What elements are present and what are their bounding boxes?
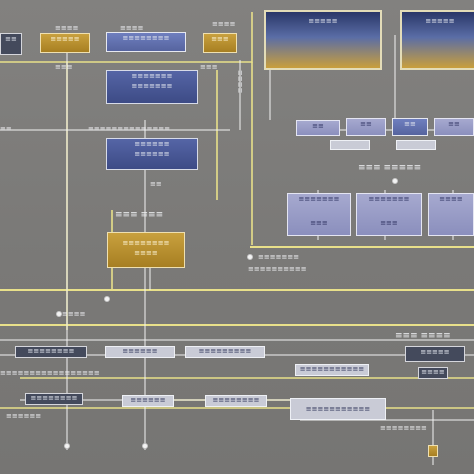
side-label: ≡≡: [0, 125, 12, 133]
label-left-1: ≡≡≡: [55, 63, 73, 71]
card-1: ≡≡≡≡≡≡≡ ≡≡≡: [287, 193, 351, 236]
bus-row3-a: ≡≡≡≡≡≡≡≡: [25, 393, 83, 405]
process-box-2-line2: ≡≡≡≡≡≡: [134, 150, 170, 158]
gold-box-line2: ≡≡≡≡: [134, 249, 158, 257]
lower-right-box-label: ≡≡≡≡≡: [420, 348, 450, 356]
bus-row4-a: ≡≡≡≡≡≡: [6, 412, 42, 420]
vertical-label: ≡≡≡≡: [236, 70, 244, 94]
lower-right-heading: ≡≡≡ ≡≡≡≡: [395, 331, 451, 341]
label-col-2: ≡≡≡: [200, 63, 218, 71]
top-middle-box-label: ≡≡≡≡≡≡≡≡: [122, 34, 170, 42]
bus-row1-c: ≡≡≡≡≡≡≡≡≡: [185, 346, 265, 358]
bus-row3-a-label: ≡≡≡≡≡≡≡≡: [30, 394, 78, 402]
process-box-2: ≡≡≡≡≡≡ ≡≡≡≡≡≡: [106, 138, 198, 170]
thumbnail-1-label: ≡≡: [312, 122, 324, 130]
top-label-b: ≡≡≡≡: [120, 24, 144, 32]
bus-row2-c: ≡≡≡≡: [418, 367, 448, 379]
bus-row1-a: ≡≡≡≡≡≡≡≡: [15, 346, 87, 358]
top-left-box-label: ≡≡≡≡≡: [50, 35, 80, 43]
card-2-top: ≡≡≡≡≡≡≡: [368, 195, 410, 203]
top-right-box: ≡≡≡: [203, 33, 237, 53]
card-3-top: ≡≡≡≡: [439, 195, 463, 203]
thumbnail-caption-b: [396, 140, 436, 150]
gold-process-box: ≡≡≡≡≡≡≡≡ ≡≡≡≡: [107, 232, 185, 268]
note-2: ≡≡≡≡≡≡≡≡≡≡: [248, 265, 307, 273]
junction-node: [392, 178, 398, 184]
thumbnail-4-label: ≡≡: [448, 120, 460, 128]
note-node: [247, 254, 253, 260]
thumbnail-2-label: ≡≡: [360, 120, 372, 128]
junction-node-3: [56, 311, 62, 317]
bus-row1-c-label: ≡≡≡≡≡≡≡≡≡: [198, 347, 252, 355]
top-label-a: ≡≡≡≡: [55, 24, 79, 32]
process-box-1-line2: ≡≡≡≡≡≡≡: [131, 82, 173, 90]
right-heading: ≡≡≡ ≡≡≡≡≡: [358, 163, 422, 173]
card-3: ≡≡≡≡: [428, 193, 474, 236]
thumbnail-3: ≡≡: [392, 118, 428, 136]
gold-box-line1: ≡≡≡≡≡≡≡≡: [122, 239, 170, 247]
process-box-1-line1: ≡≡≡≡≡≡≡: [131, 72, 173, 80]
bus-row2-b: ≡≡≡≡≡≡≡≡≡≡≡: [295, 364, 369, 376]
display-panel-left-label: ≡≡≡≡≡: [308, 17, 338, 25]
bus-row3-b: ≡≡≡≡≡≡: [122, 395, 174, 407]
thumbnail-1: ≡≡: [296, 120, 340, 136]
display-panel-right: ≡≡≡≡≡: [400, 10, 474, 70]
thumbnail-4: ≡≡: [434, 118, 474, 136]
process-box-1: ≡≡≡≡≡≡≡ ≡≡≡≡≡≡≡: [106, 70, 198, 104]
mid-label: ≡≡: [150, 180, 162, 188]
dot-label: ≡≡≡≡: [62, 310, 86, 318]
left-edge-panel-label: ≡≡: [5, 35, 17, 43]
left-edge-panel: ≡≡: [0, 33, 22, 55]
bus-row2-b-label: ≡≡≡≡≡≡≡≡≡≡≡: [299, 365, 365, 373]
top-label-c: ≡≡≡≡: [212, 20, 236, 28]
bus-row3-c: ≡≡≡≡≡≡≡≡: [205, 395, 267, 407]
bus-row2-a: ≡≡≡≡≡≡≡≡≡≡≡≡≡≡≡≡≡: [0, 369, 100, 377]
bus-row1-b-label: ≡≡≡≡≡≡: [122, 347, 158, 355]
row-band-label: ≡≡≡≡≡≡≡≡≡≡≡≡≡≡: [88, 125, 171, 133]
top-right-box-label: ≡≡≡: [211, 35, 229, 43]
card-2: ≡≡≡≡≡≡≡ ≡≡≡: [356, 193, 422, 236]
top-left-box: ≡≡≡≡≡: [40, 33, 90, 53]
card-1-bottom: ≡≡≡: [310, 219, 328, 227]
process-box-2-line1: ≡≡≡≡≡≡: [134, 140, 170, 148]
bus-row4-b: ≡≡≡≡≡≡≡≡: [380, 424, 427, 432]
bus-row1-a-label: ≡≡≡≡≡≡≡≡: [27, 347, 75, 355]
bus-row2-c-label: ≡≡≡≡: [421, 368, 445, 376]
bus-row3-d-label: ≡≡≡≡≡≡≡≡≡≡≡: [305, 405, 371, 413]
lower-right-box: ≡≡≡≡≡: [405, 346, 465, 362]
bus-row3-b-label: ≡≡≡≡≡≡: [130, 396, 166, 404]
bottom-node-2: [142, 443, 148, 449]
thumbnail-2: ≡≡: [346, 118, 386, 136]
bus-row3-c-label: ≡≡≡≡≡≡≡≡: [212, 396, 260, 404]
bus-row3-d: ≡≡≡≡≡≡≡≡≡≡≡: [290, 398, 386, 420]
card-2-bottom: ≡≡≡: [380, 219, 398, 227]
bus-row1-b: ≡≡≡≡≡≡: [105, 346, 175, 358]
big-label: ≡≡≡ ≡≡≡: [115, 210, 164, 220]
thumbnail-3-label: ≡≡: [404, 120, 416, 128]
card-1-top: ≡≡≡≡≡≡≡: [298, 195, 340, 203]
display-panel-right-label: ≡≡≡≡≡: [425, 17, 455, 25]
bottom-right-marker: [428, 445, 438, 457]
junction-node-2: [104, 296, 110, 302]
display-panel-left: ≡≡≡≡≡: [264, 10, 382, 70]
thumbnail-caption-a: [330, 140, 370, 150]
top-middle-box: ≡≡≡≡≡≡≡≡: [106, 32, 186, 52]
bottom-node-1: [64, 443, 70, 449]
note-1: ≡≡≡≡≡≡≡: [258, 253, 300, 261]
